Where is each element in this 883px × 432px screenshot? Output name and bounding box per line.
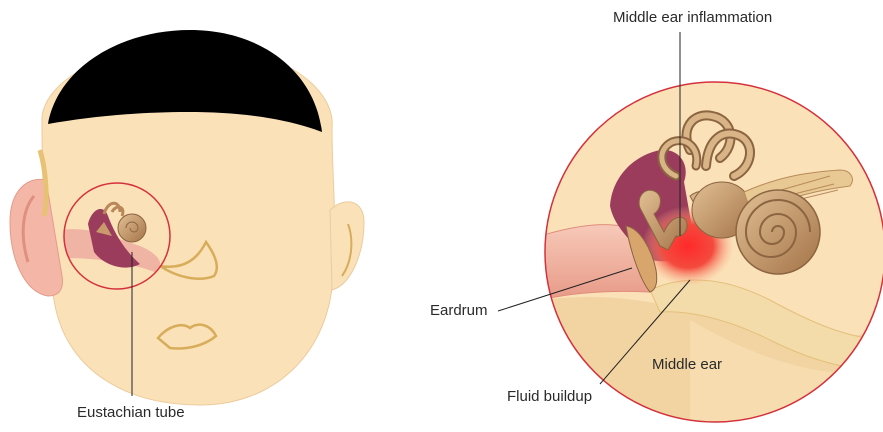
magnified-ear (540, 82, 883, 427)
head (10, 30, 364, 405)
eardrum-label: Eardrum (430, 303, 488, 318)
cochlea (736, 190, 820, 274)
eustachian-tube-label: Eustachian tube (77, 405, 185, 420)
middle-ear-label: Middle ear (652, 357, 722, 372)
right-ear (330, 202, 364, 290)
fluid-buildup-label: Fluid buildup (507, 389, 592, 404)
middle-ear-inflammation-label: Middle ear inflammation (613, 10, 772, 25)
